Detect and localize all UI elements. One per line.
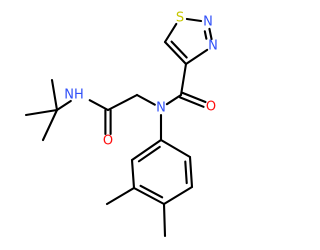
bond-aryl_c4-aryl_methyl4 xyxy=(162,202,167,238)
bond-aryl_c5-aryl_c6-a xyxy=(188,155,194,189)
bond-aryl_c1-aryl_c2-b xyxy=(137,145,161,163)
bond-aryl_c2-aryl_c3 xyxy=(130,158,136,190)
bond-methylene-amide_n xyxy=(135,93,156,106)
atom-label-thiadiazole_s: S xyxy=(176,11,184,26)
bond-tbu_methyl_top-tbu_quaternary xyxy=(50,78,59,112)
bond-thiadiazole_c5-thiadiazole_s xyxy=(163,22,178,44)
bond-tbu_quaternary-amide_nh xyxy=(55,99,72,112)
atom-label-carbonyl_o1: O xyxy=(103,134,113,149)
atom-label-thiadiazole_n2: N xyxy=(203,15,213,30)
bond-aryl_c5-aryl_c6-b xyxy=(184,160,188,185)
bond-aryl_c1-aryl_c2-a xyxy=(130,138,163,162)
bond-amide_carbonyl_c1-methylene xyxy=(106,93,139,112)
bond-thiadiazole_n3-thiadiazole_c4 xyxy=(184,48,209,66)
bond-amide_carbonyl_c2-thiadiazole_c4 xyxy=(179,62,188,97)
bond-aryl_c4-aryl_c5 xyxy=(162,185,194,206)
bond-tbu_methyl_left-tbu_quaternary xyxy=(24,108,59,117)
bond-amide_carbonyl_c2-carbonyl_o2-b xyxy=(180,91,207,104)
bonds-layer xyxy=(24,17,213,238)
atom-label-amide_nh: NH xyxy=(64,88,84,103)
bond-thiadiazole_n2-thiadiazole_n3-a xyxy=(208,27,213,41)
atom-label-amide_n: N xyxy=(156,101,166,116)
bond-aryl_c3-aryl_c4-b xyxy=(139,184,164,199)
bond-thiadiazole_c4-thiadiazole_c5-a xyxy=(163,40,188,66)
bond-thiadiazole_s-thiadiazole_n2 xyxy=(185,17,203,23)
atom-label-carbonyl_o2: O xyxy=(206,100,216,115)
bond-amide_carbonyl_c2-carbonyl_o2-a xyxy=(178,96,205,108)
bond-aryl_c3-aryl_methyl3 xyxy=(105,186,136,206)
bond-tbu_methyl_bottom-tbu_quaternary xyxy=(41,108,59,142)
atom-label-thiadiazole_n3: N xyxy=(208,39,218,54)
bond-thiadiazole_c4-thiadiazole_c5-b xyxy=(170,40,188,59)
bond-aryl_c6-aryl_c1 xyxy=(159,138,192,159)
bond-aryl_c3-aryl_c4-a xyxy=(132,186,166,206)
bond-amide_n-amide_carbonyl_c2 xyxy=(165,93,183,106)
bond-thiadiazole_n2-thiadiazole_n3-b xyxy=(203,30,208,40)
bond-amide_nh-amide_carbonyl_c1 xyxy=(88,99,110,112)
